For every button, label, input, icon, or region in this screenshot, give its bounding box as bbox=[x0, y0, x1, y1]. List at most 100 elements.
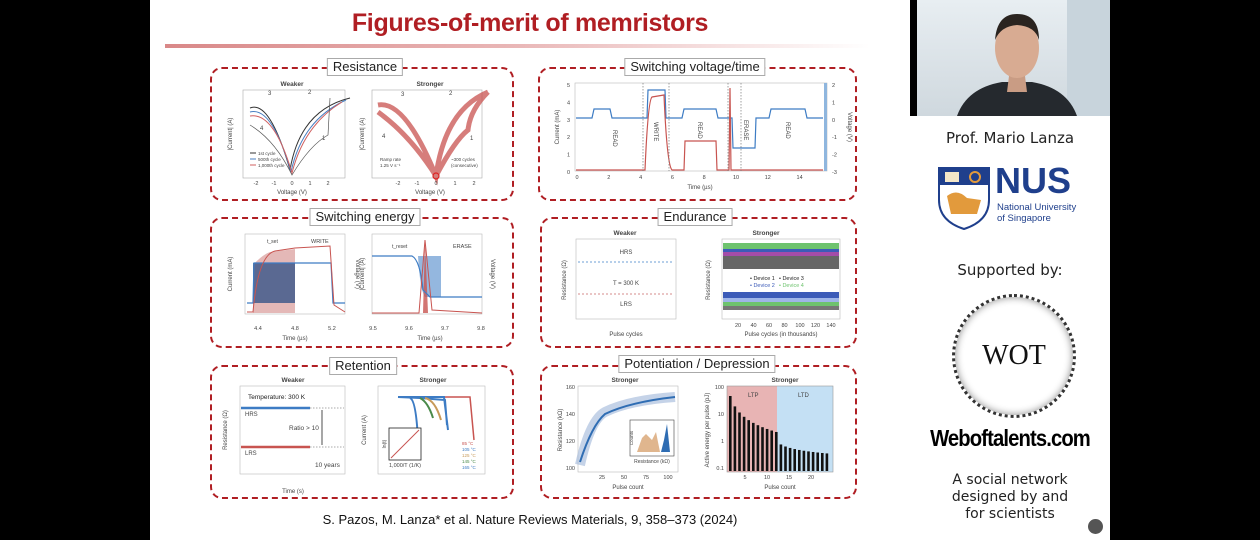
device-band bbox=[723, 256, 839, 269]
x-axis-label: Voltage (V) bbox=[415, 190, 445, 196]
tick-label: 0.1 bbox=[716, 466, 724, 472]
energy-bar bbox=[761, 427, 764, 471]
device-band bbox=[723, 298, 839, 302]
arrow-label: 4 bbox=[382, 134, 386, 140]
tick-label: 10 bbox=[733, 175, 739, 181]
plot-frame bbox=[371, 233, 483, 315]
citation: S. Pazos, M. Lanza* et al. Nature Review… bbox=[322, 512, 738, 527]
panel-label-potentiation-depression: Potentiation / Depression bbox=[618, 355, 776, 373]
plot-resistance-stronger: Stronger 3 2 4 1 Ramp rate 1.25 V s⁻¹ ~3… bbox=[360, 81, 490, 196]
x-axis-label: Time (µs) bbox=[687, 185, 712, 191]
plot-title: Stronger bbox=[771, 377, 799, 384]
y-axis-label: Resistance (Ω) bbox=[562, 260, 568, 300]
panel-label-endurance: Endurance bbox=[657, 208, 733, 226]
nus-logo: NUS National University of Singapore bbox=[937, 160, 1097, 231]
tick-label: 1 bbox=[832, 100, 835, 106]
inset-y-label: Counts bbox=[629, 430, 634, 445]
plot-title: Weaker bbox=[281, 377, 304, 384]
plot-title: Stronger bbox=[611, 377, 639, 384]
tagline-line: A social network bbox=[952, 472, 1068, 488]
y-axis-label: |Current| (A) bbox=[360, 118, 366, 151]
plot-title: Stronger bbox=[419, 377, 447, 384]
tick-label: 5 bbox=[743, 475, 746, 481]
tick-label: 50 bbox=[621, 475, 627, 481]
time-annotation: t_set bbox=[267, 239, 278, 245]
panel-label-switching-voltage-time: Switching voltage/time bbox=[624, 58, 766, 76]
wot-logo: WOT bbox=[952, 294, 1076, 418]
energy-bar bbox=[729, 396, 732, 471]
panel-label-resistance: Resistance bbox=[326, 58, 404, 76]
inset-x-label: 1,000/T (1/K) bbox=[389, 463, 421, 469]
histogram-after-25 bbox=[637, 432, 660, 452]
tagline-line: designed by and bbox=[951, 489, 1069, 505]
tick-label: 75 bbox=[643, 475, 649, 481]
tick-label: 40 bbox=[750, 323, 756, 329]
ltd-label: LTD bbox=[798, 393, 810, 399]
energy-bar bbox=[738, 412, 741, 471]
device-band bbox=[723, 252, 839, 256]
weboftalents-link[interactable]: Weboftalents.com bbox=[930, 425, 1091, 451]
current-trace bbox=[372, 239, 483, 314]
tick-label: 2 bbox=[607, 175, 610, 181]
legend-item: 1,000th cycle bbox=[258, 163, 285, 168]
time-annotation: t_reset bbox=[392, 244, 408, 250]
legend-item: 105 °C bbox=[462, 447, 477, 452]
wot-logo-text: WOT bbox=[982, 340, 1046, 371]
y-axis-label: Resistance (Ω) bbox=[706, 260, 712, 300]
tick-label: -1 bbox=[272, 181, 277, 187]
tick-label: 2 bbox=[567, 135, 570, 141]
legend-device-3: • Device 3 bbox=[779, 276, 804, 282]
plot-title: Weaker bbox=[613, 230, 636, 237]
arrow-label: 2 bbox=[308, 90, 312, 96]
tick-label: 8 bbox=[703, 175, 706, 181]
legend-device-2: • Device 2 bbox=[750, 283, 775, 289]
y-axis-label: Current (A) bbox=[362, 415, 368, 445]
energy-bar bbox=[821, 452, 824, 471]
panel-label-retention: Retention bbox=[329, 357, 397, 375]
tick-label: 20 bbox=[808, 475, 814, 481]
energy-bar bbox=[811, 451, 815, 471]
tick-label: 3 bbox=[567, 118, 570, 124]
energy-bar bbox=[770, 430, 773, 471]
tick-label: 80 bbox=[781, 323, 787, 329]
tick-label: 2 bbox=[832, 83, 835, 89]
energy-bar bbox=[798, 449, 801, 471]
tick-label: -1 bbox=[415, 181, 420, 187]
iv-curve-1000th bbox=[249, 101, 343, 175]
pulse-tag: ERASE bbox=[453, 244, 472, 250]
tick-label: 20 bbox=[735, 323, 741, 329]
energy-bar bbox=[765, 428, 769, 471]
tick-label: 5.2 bbox=[328, 326, 336, 332]
hrs-label: HRS bbox=[620, 250, 633, 256]
temperature-label: Temperature: 300 K bbox=[248, 394, 306, 401]
energy-bar bbox=[816, 452, 819, 471]
energy-bar bbox=[742, 416, 746, 471]
legend-device-4: • Device 4 bbox=[779, 283, 804, 289]
tick-label: 120 bbox=[566, 439, 575, 445]
energy-bar bbox=[784, 446, 787, 471]
hrs-label: HRS bbox=[245, 412, 258, 418]
plot-frame bbox=[242, 89, 346, 179]
tick-label: 0 bbox=[434, 181, 437, 187]
energy-bar bbox=[775, 431, 778, 471]
device-band bbox=[723, 302, 839, 306]
x-axis-label: Time (s) bbox=[282, 489, 304, 495]
slide-title: Figures-of-merit of memristors bbox=[351, 9, 709, 37]
plot-retention-stronger: Stronger ln(t) 1,000/T (1/K) 85 °C 105 °… bbox=[362, 377, 486, 475]
tick-label: -2 bbox=[396, 181, 401, 187]
title-divider bbox=[165, 44, 870, 48]
phase-label: READ bbox=[611, 130, 617, 147]
tick-label: 9.5 bbox=[369, 326, 377, 332]
ltp-label: LTP bbox=[748, 393, 759, 399]
voltage-trace bbox=[247, 262, 345, 304]
tick-label: 5 bbox=[567, 83, 570, 89]
tick-label: 2 bbox=[326, 181, 329, 187]
tick-label: 0 bbox=[567, 170, 570, 176]
y-axis-label: Current (mA) bbox=[228, 257, 234, 292]
inset-x-label: Resistance (kΩ) bbox=[634, 459, 670, 465]
lrs-label: LRS bbox=[245, 451, 257, 457]
screen-capture-icon[interactable] bbox=[1088, 519, 1103, 534]
plot-resistance-weaker: Weaker 3 2 4 1 1st cycle 500th cycle 1,0… bbox=[228, 81, 351, 196]
